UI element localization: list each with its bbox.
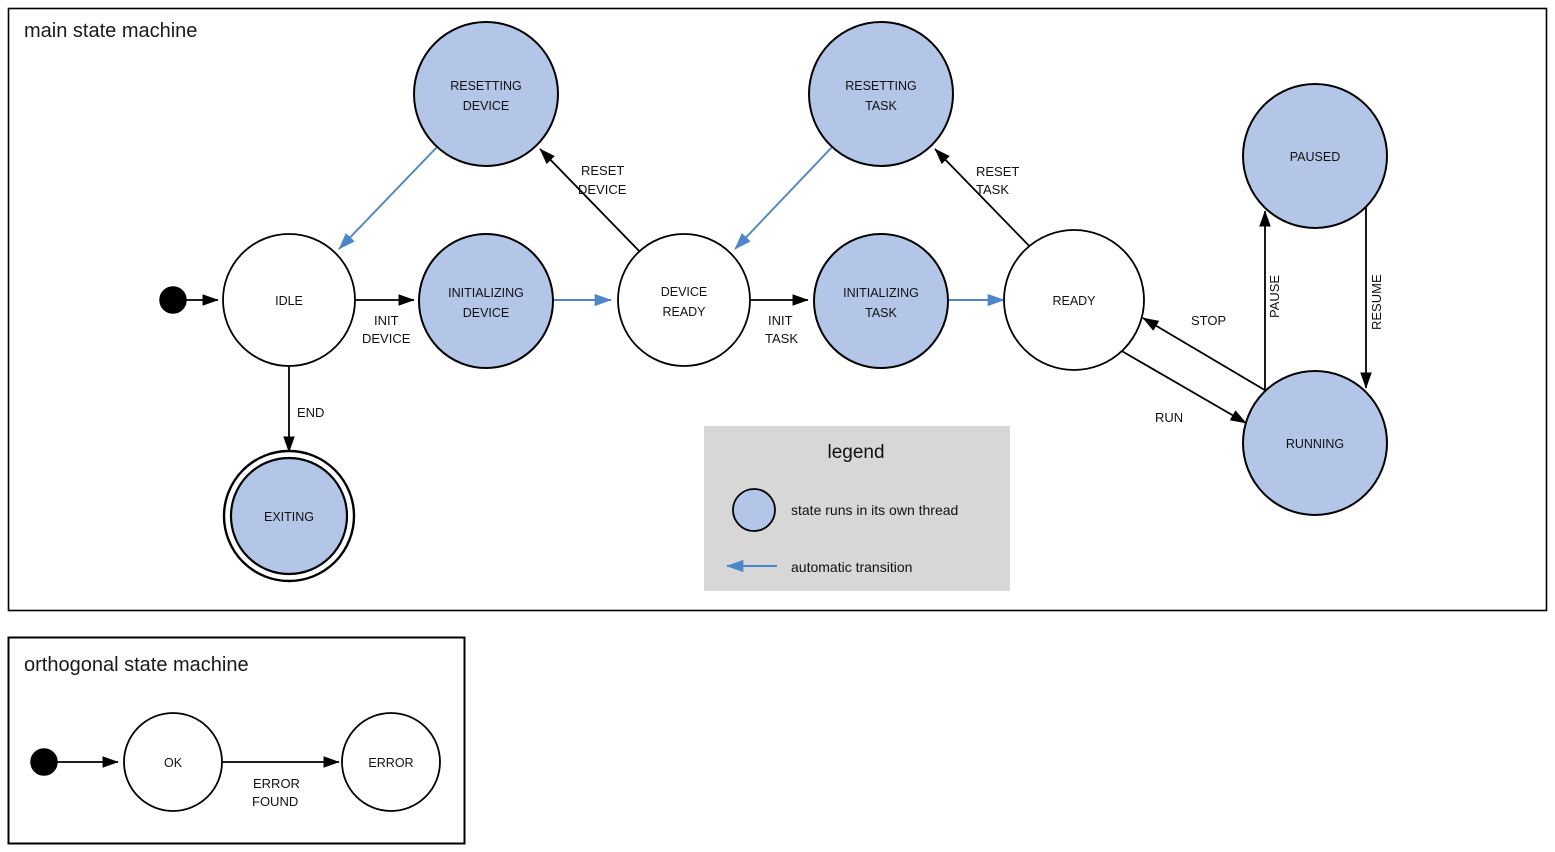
transition-t-paused-running: RESUME — [1360, 205, 1384, 389]
transition-t-idle-initdev: INIT DEVICE — [355, 294, 415, 346]
state-label-resetting-task-1: TASK — [865, 99, 897, 113]
transition-label-error-found-0: ERROR — [253, 776, 300, 791]
legend-auto-text: automatic transition — [791, 559, 912, 575]
transition-label-init-task-0: INIT — [768, 313, 793, 328]
state-label-initializing-task-1: TASK — [865, 306, 897, 320]
transition-label-reset-task-1: TASK — [976, 182, 1009, 197]
transition-t-resettask-devready — [734, 145, 834, 250]
legend-thread-circle-icon — [732, 488, 776, 532]
legend-panel: legend state runs in its own thread auto… — [704, 426, 1010, 591]
state-label-initializing-task-0: INITIALIZING — [843, 286, 919, 300]
state-label-paused: PAUSED — [1290, 150, 1340, 164]
initial-state-node — [159, 286, 187, 314]
transition-label-run: RUN — [1155, 410, 1183, 425]
state-label-device-ready-0: DEVICE — [661, 285, 708, 299]
state-node-ready[interactable]: READY — [1003, 229, 1145, 371]
main-frame-title: main state machine — [24, 20, 197, 42]
state-node-initializing-task[interactable]: INITIALIZING TASK — [813, 233, 949, 369]
state-node-exiting[interactable]: EXITING — [222, 449, 356, 583]
orthogonal-frame-title: orthogonal state machine — [24, 654, 249, 676]
state-label-resetting-device-1: DEVICE — [463, 99, 510, 113]
orthogonal-initial-state-node — [30, 748, 58, 776]
legend-title: legend — [827, 442, 884, 463]
state-label-initializing-device-0: INITIALIZING — [448, 286, 524, 300]
transition-t-ready-resettask: RESET TASK — [934, 148, 1039, 256]
state-label-error: ERROR — [368, 756, 413, 770]
transition-t-running-paused: PAUSE — [1259, 210, 1282, 400]
transition-label-pause: PAUSE — [1267, 275, 1282, 318]
state-label-ready: READY — [1052, 294, 1096, 308]
state-node-running[interactable]: RUNNING — [1242, 370, 1388, 516]
state-label-device-ready-1: READY — [662, 305, 706, 319]
state-label-resetting-device-0: RESETTING — [450, 79, 522, 93]
state-node-error[interactable]: ERROR — [341, 712, 441, 812]
transition-label-init-device-0: INIT — [374, 313, 399, 328]
transition-t-devready-resetdev: RESET DEVICE — [539, 148, 644, 256]
transition-t-running-ready: STOP — [1142, 313, 1269, 393]
transition-label-resume: RESUME — [1369, 274, 1384, 330]
legend-thread-text: state runs in its own thread — [791, 502, 958, 518]
transition-t-resetdev-idle — [338, 145, 439, 250]
transition-label-reset-device-1: DEVICE — [578, 182, 627, 197]
legend-item-thread: state runs in its own thread — [732, 488, 958, 532]
state-label-ok: OK — [164, 756, 183, 770]
transition-o-ok-error: ERROR FOUND — [222, 756, 340, 809]
state-label-exiting: EXITING — [264, 510, 314, 524]
transition-t-devready-inittask: INIT TASK — [750, 294, 809, 346]
state-label-running: RUNNING — [1286, 437, 1344, 451]
transition-t-start-idle — [159, 286, 219, 314]
state-node-paused[interactable]: PAUSED — [1242, 83, 1388, 229]
transition-t-idle-exiting: END — [283, 366, 324, 453]
transition-label-stop: STOP — [1191, 313, 1226, 328]
state-node-resetting-device[interactable]: RESETTING DEVICE — [413, 21, 559, 167]
transition-label-reset-device-0: RESET — [581, 163, 624, 178]
state-node-initializing-device[interactable]: INITIALIZING DEVICE — [418, 233, 554, 369]
transition-t-ready-running: RUN — [1119, 349, 1247, 425]
transition-label-reset-task-0: RESET — [976, 164, 1019, 179]
state-node-device-ready[interactable]: DEVICE READY — [617, 233, 751, 367]
state-node-resetting-task[interactable]: RESETTING TASK — [808, 21, 954, 167]
state-label-resetting-task-0: RESETTING — [845, 79, 917, 93]
transition-label-init-device-1: DEVICE — [362, 331, 411, 346]
legend-item-auto: automatic transition — [726, 559, 912, 575]
transition-label-error-found-1: FOUND — [252, 794, 298, 809]
state-label-initializing-device-1: DEVICE — [463, 306, 510, 320]
state-label-idle: IDLE — [275, 294, 303, 308]
transition-label-end: END — [297, 405, 324, 420]
transition-o-start-ok — [30, 748, 119, 776]
state-node-idle[interactable]: IDLE — [222, 233, 356, 367]
transition-label-init-task-1: TASK — [765, 331, 798, 346]
state-node-ok[interactable]: OK — [123, 712, 223, 812]
final-state-inner-circle — [229, 456, 349, 576]
